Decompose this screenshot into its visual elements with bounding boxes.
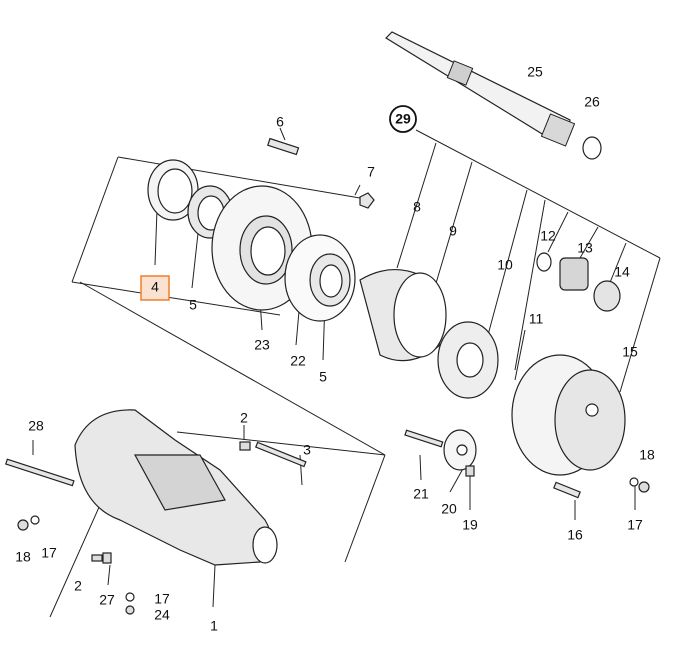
- bolt-part-3: [254, 441, 307, 468]
- bolt-part-6: [267, 137, 300, 156]
- callout-7: 7: [367, 164, 375, 180]
- leader-lines: [32, 127, 661, 618]
- o-ring-part-17: [629, 477, 639, 487]
- callout-16: 16: [567, 527, 583, 543]
- callout-21: 21: [413, 486, 429, 502]
- nut-part-7: [359, 192, 375, 209]
- callout-23: 23: [254, 337, 270, 353]
- callout-9: 9: [449, 223, 457, 239]
- planet-carrier-part-10: [437, 321, 499, 399]
- callout-25: 25: [527, 64, 543, 80]
- seal-ring-part-4: [147, 159, 199, 221]
- callout-27: 27: [99, 592, 115, 608]
- pin-part-2: [239, 441, 251, 451]
- callout-highlight-box: [140, 275, 170, 301]
- callout-17b: 17: [41, 545, 57, 561]
- callout-8: 8: [413, 199, 421, 215]
- stud-part-28: [5, 458, 75, 487]
- callout-6: 6: [276, 114, 284, 130]
- bolt-part-16: [553, 481, 581, 499]
- callout-28: 28: [28, 418, 44, 434]
- callout-5: 5: [189, 297, 197, 313]
- callout-2: 2: [240, 410, 248, 426]
- callout-15: 15: [622, 344, 638, 360]
- shaft-part-25: [385, 31, 576, 147]
- callout-5b: 5: [319, 369, 327, 385]
- callout-20: 20: [441, 501, 457, 517]
- bearing-part-5b: [309, 253, 351, 307]
- callout-18: 18: [639, 447, 655, 463]
- plug-part-18: [638, 481, 650, 493]
- callout-13: 13: [577, 240, 593, 256]
- callout-1: 1: [210, 618, 218, 634]
- callout-26: 26: [584, 94, 600, 110]
- callout-2b: 2: [74, 578, 82, 594]
- hub-part-15: [511, 354, 626, 476]
- gear-part-14: [593, 280, 621, 312]
- callout-14: 14: [614, 264, 630, 280]
- axle-housing-part-1: [74, 409, 278, 566]
- washer-part-20: [443, 429, 477, 471]
- plug-part-18b: [17, 519, 29, 531]
- group-callout-29: 29: [395, 111, 411, 127]
- plug-part-24: [125, 605, 135, 615]
- bushing-part-27: [102, 552, 112, 564]
- needle-bearing-part-13: [559, 257, 589, 291]
- pin-part-2b: [91, 554, 103, 562]
- group-callout-circle: [389, 105, 417, 133]
- callout-labels: 1234567891011121314151617181920212223242…: [15, 64, 655, 634]
- callout-17c: 17: [154, 591, 170, 607]
- screw-part-19: [465, 465, 475, 477]
- callout-19: 19: [462, 517, 478, 533]
- pin-part-21: [404, 429, 444, 448]
- callout-4: 4: [151, 279, 159, 295]
- callout-18b: 18: [15, 549, 31, 565]
- callout-24: 24: [154, 607, 170, 623]
- callout-17: 17: [627, 517, 643, 533]
- callout-22: 22: [290, 353, 306, 369]
- washer-part-12: [536, 252, 552, 272]
- callout-11: 11: [529, 311, 544, 327]
- callout-3: 3: [303, 442, 311, 458]
- ring-gear-part-8: [359, 268, 447, 362]
- o-ring-part-17c: [125, 592, 135, 602]
- seal-part-26: [582, 136, 602, 160]
- o-ring-part-17b: [30, 515, 40, 525]
- callout-10: 10: [497, 257, 513, 273]
- callout-12: 12: [540, 228, 556, 244]
